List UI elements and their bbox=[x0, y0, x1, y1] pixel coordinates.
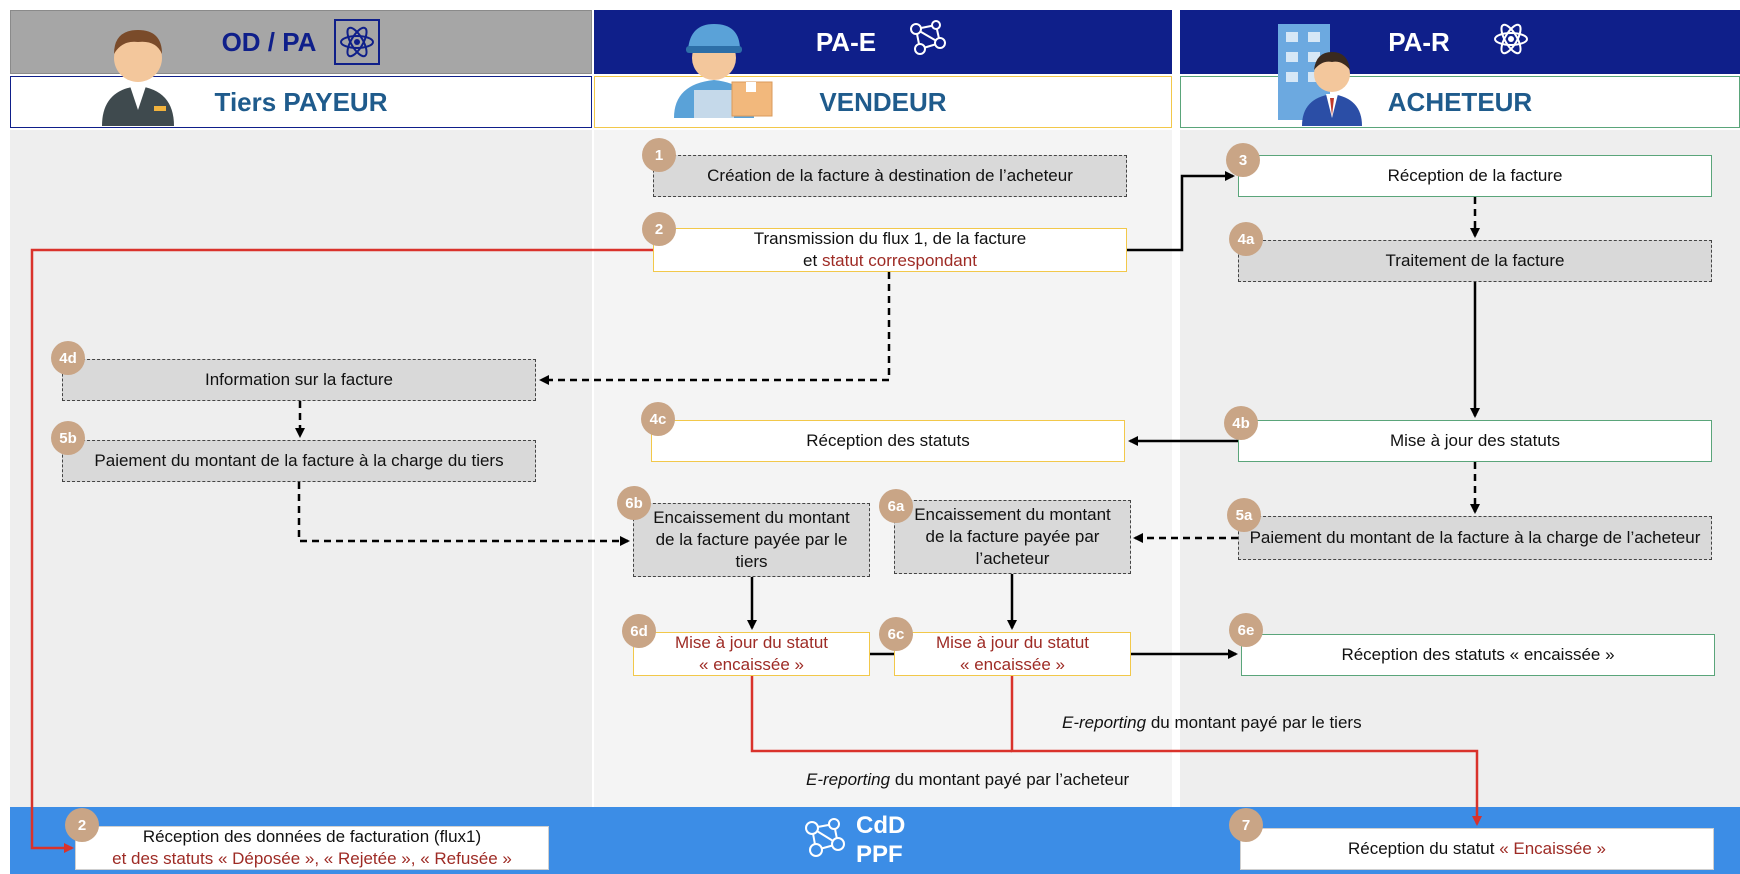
header-pa-e-title: PA-E bbox=[815, 26, 877, 57]
step-4b-text: Mise à jour des statuts bbox=[1389, 430, 1561, 450]
ereporting-tiers-italic: E-reporting bbox=[1062, 713, 1147, 732]
step-4d-box: Information sur la facture bbox=[62, 359, 536, 401]
building-person-icon bbox=[1278, 24, 1362, 126]
step-6e-box: Réception des statuts « encaissée » bbox=[1241, 634, 1715, 676]
step-6a-text: Encaissement du montant de la facture pa… bbox=[914, 504, 1111, 569]
step-6c-box: Mise à jour du statut « encaissée » bbox=[894, 632, 1131, 676]
step-5a-box: Paiement du montant de la facture à la c… bbox=[1238, 516, 1712, 560]
step-3-text: Réception de la facture bbox=[1387, 165, 1563, 185]
person-icon bbox=[102, 30, 174, 126]
ereporting-tiers-label: E-reporting du montant payé par le tiers bbox=[1062, 713, 1362, 733]
step-4a-text: Traitement de la facture bbox=[1385, 250, 1565, 270]
network-icon bbox=[906, 19, 950, 66]
atom-icon bbox=[334, 19, 381, 65]
header-pa-r-title: PA-R bbox=[1388, 26, 1450, 57]
network-icon bbox=[800, 816, 850, 867]
badge-2-ppf: 2 bbox=[65, 808, 99, 842]
badge-6b: 6b bbox=[617, 486, 651, 520]
step-1-box: Création de la facture à destination de … bbox=[653, 155, 1127, 197]
step-4c-text: Réception des statuts bbox=[806, 430, 970, 450]
step-7-box: Réception du statut « Encaissée » bbox=[1240, 828, 1714, 870]
step-6c-line2: « encaissée » bbox=[960, 655, 1065, 674]
step-5b-box: Paiement du montant de la facture à la c… bbox=[62, 440, 536, 482]
badge-4c: 4c bbox=[641, 402, 675, 436]
step-4d-text: Information sur la facture bbox=[204, 369, 394, 389]
bottom-title-line2: PPF bbox=[856, 841, 903, 868]
step-6d-line1: Mise à jour du statut bbox=[674, 632, 829, 652]
step-3-box: Réception de la facture bbox=[1238, 155, 1712, 197]
step-6c-line1: Mise à jour du statut bbox=[935, 632, 1090, 652]
lane-acheteur bbox=[1180, 130, 1740, 807]
step-6b-box: Encaissement du montant de la facture pa… bbox=[633, 503, 870, 577]
step-5a-text: Paiement du montant de la facture à la c… bbox=[1249, 527, 1701, 547]
header-acheteur-label: ACHETEUR bbox=[1387, 86, 1533, 117]
badge-4d: 4d bbox=[51, 341, 85, 375]
ereporting-acheteur-rest: du montant payé par l’acheteur bbox=[890, 770, 1130, 789]
step-2-ppf-line2: et des statuts « Déposée », « Rejetée »,… bbox=[112, 849, 512, 868]
badge-6c: 6c bbox=[879, 617, 913, 651]
header-pa-r: PA-R bbox=[1180, 10, 1740, 74]
badge-5a: 5a bbox=[1227, 498, 1261, 532]
atom-icon bbox=[1490, 18, 1532, 67]
step-2-ppf-box: Réception des données de facturation (fl… bbox=[75, 826, 549, 870]
step-4a-box: Traitement de la facture bbox=[1238, 240, 1712, 282]
badge-6d: 6d bbox=[622, 614, 656, 648]
badge-5b: 5b bbox=[51, 421, 85, 455]
ereporting-acheteur-italic: E-reporting bbox=[806, 770, 891, 789]
step-6b-text: Encaissement du montant de la facture pa… bbox=[653, 507, 850, 572]
header-vendeur-label: VENDEUR bbox=[819, 86, 947, 117]
step-2-box: Transmission du flux 1, de la facture et… bbox=[653, 228, 1127, 272]
step-2-line2-red: statut correspondant bbox=[821, 251, 977, 270]
step-4b-box: Mise à jour des statuts bbox=[1238, 420, 1712, 462]
step-1-text: Création de la facture à destination de … bbox=[707, 165, 1073, 185]
header-acheteur: ACHETEUR bbox=[1180, 76, 1740, 128]
badge-4a: 4a bbox=[1229, 222, 1263, 256]
header-tiers-payeur-label: Tiers PAYEUR bbox=[214, 86, 388, 117]
step-6d-line2: « encaissée » bbox=[699, 655, 804, 674]
step-6a-box: Encaissement du montant de la facture pa… bbox=[894, 500, 1131, 574]
step-6e-text: Réception des statuts « encaissée » bbox=[1341, 644, 1615, 664]
step-5b-text: Paiement du montant de la facture à la c… bbox=[94, 450, 504, 470]
step-7-prefix: Réception du statut bbox=[1347, 838, 1500, 858]
badge-6a: 6a bbox=[879, 489, 913, 523]
badge-6e: 6e bbox=[1229, 613, 1263, 647]
step-2-ppf-line1: Réception des données de facturation (fl… bbox=[142, 826, 482, 846]
header-od-pa: OD / PA bbox=[10, 10, 592, 74]
step-4c-box: Réception des statuts bbox=[651, 420, 1125, 462]
step-2-line1: Transmission du flux 1, de la facture bbox=[753, 228, 1027, 248]
badge-7: 7 bbox=[1229, 808, 1263, 842]
badge-4b: 4b bbox=[1224, 406, 1258, 440]
header-od-pa-title: OD / PA bbox=[221, 26, 317, 57]
step-7-red: « Encaissée » bbox=[1499, 838, 1606, 858]
ereporting-acheteur-label: E-reporting du montant payé par l’achete… bbox=[806, 770, 1129, 790]
badge-3: 3 bbox=[1226, 143, 1260, 177]
bottom-title: CdD PPF bbox=[800, 810, 940, 872]
step-2-line2-prefix: et bbox=[803, 251, 822, 270]
step-6d-box: Mise à jour du statut « encaissée » bbox=[633, 632, 870, 676]
delivery-person-icon bbox=[674, 24, 773, 118]
badge-1: 1 bbox=[642, 138, 676, 172]
badge-2: 2 bbox=[642, 212, 676, 246]
ereporting-tiers-rest: du montant payé par le tiers bbox=[1146, 713, 1362, 732]
bottom-title-line1: CdD bbox=[856, 812, 906, 840]
